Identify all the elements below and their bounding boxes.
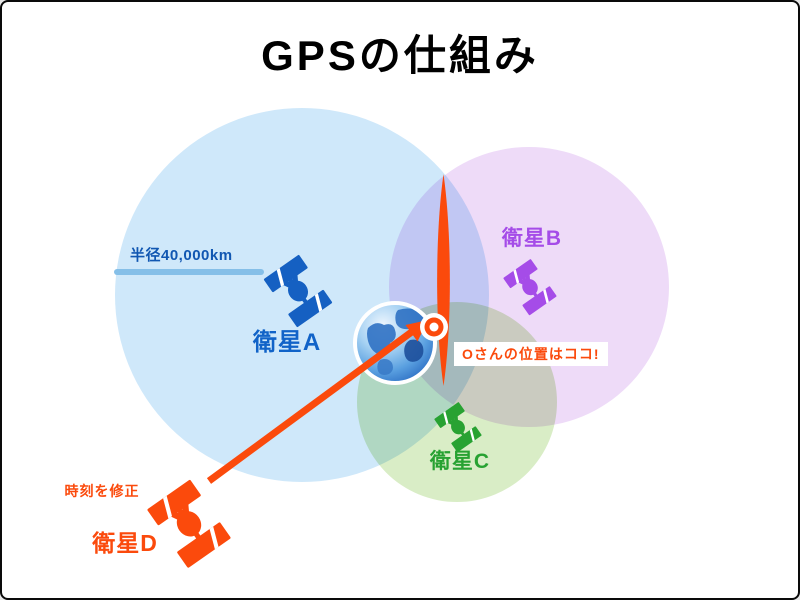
position-marker xyxy=(420,313,448,341)
page-title: GPSの仕組み xyxy=(261,32,539,79)
satellite-b-label: 衛星B xyxy=(501,227,563,250)
satellite-c-label: 衛星C xyxy=(429,450,491,473)
satellite-a-icon xyxy=(262,246,334,324)
satellite-c-icon xyxy=(433,396,483,450)
position-callout: Oさんの位置はココ! xyxy=(454,342,608,366)
radius-label: 半径40,000km xyxy=(130,247,233,264)
satellite-a-label: 衛星A xyxy=(252,329,322,356)
time-correction-label: 時刻を修正 xyxy=(64,483,140,499)
satellite-b-icon xyxy=(502,252,558,313)
radius-line xyxy=(114,269,264,275)
satellite-d-label: 衛星D xyxy=(92,530,158,556)
